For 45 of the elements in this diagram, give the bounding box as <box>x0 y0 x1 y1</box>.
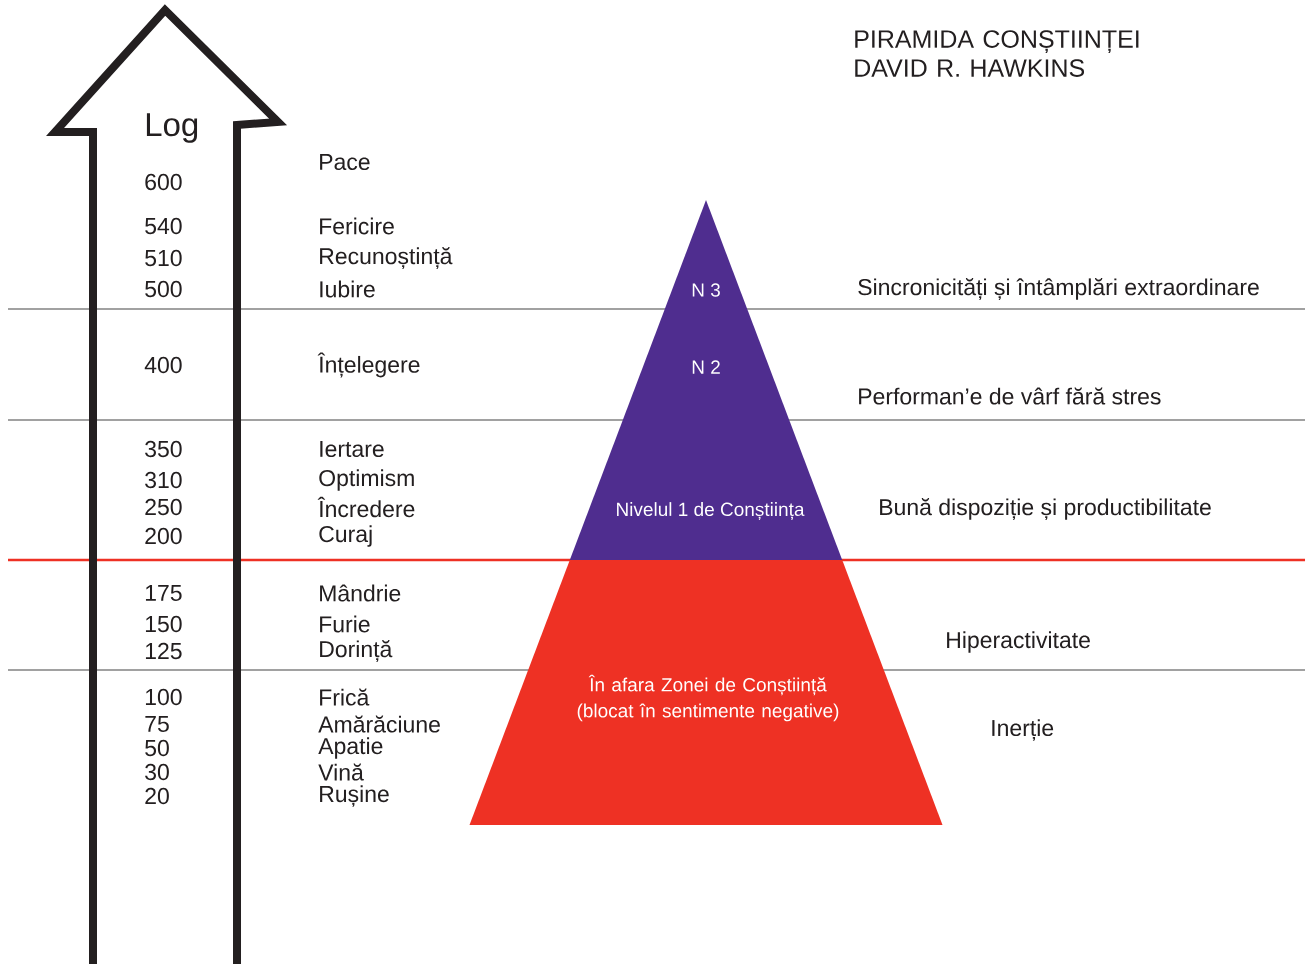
emotion-label: Înțelegere <box>317 352 420 378</box>
effect-label: Inerție <box>992 719 1054 741</box>
effect-label: Bună dispoziție și productibilitate <box>880 498 1211 520</box>
emotion-label: Rușine <box>320 785 389 807</box>
axis-label: Log <box>146 113 198 143</box>
emotion-label: Furie <box>320 615 370 633</box>
level-value: 250 <box>145 498 182 516</box>
pyramid-level: În afara Zonei de Conștiință (blocat în sentimente negative) <box>469 560 943 825</box>
level-value: 20 <box>145 787 169 805</box>
effect-label: Sincronicități și întâmplări extraordinare <box>858 278 1259 300</box>
level-value: 125 <box>145 642 182 660</box>
level-value: 100 <box>145 688 182 706</box>
emotion-label: Mândrie <box>320 584 401 602</box>
level-value: 30 <box>145 763 169 781</box>
level-value: 310 <box>145 471 182 489</box>
level-value: 200 <box>145 527 182 545</box>
emotion-label: Optimism <box>319 469 414 491</box>
level-value: 540 <box>145 217 182 235</box>
emotion-label: Iubire <box>320 280 375 298</box>
pyramid-level: N 3 <box>664 200 748 309</box>
level-value: 50 <box>145 739 169 757</box>
level-value: 75 <box>145 716 169 733</box>
emotion-label: Recunoștință <box>320 247 453 269</box>
level-value: 175 <box>145 585 182 602</box>
emotion-label: Iertare <box>320 441 384 458</box>
level-value: 350 <box>145 440 182 458</box>
emotion-label: Frică <box>320 688 370 706</box>
node-label: Nivelul 1 de Conștiința <box>617 502 805 520</box>
level-value: 500 <box>145 280 182 298</box>
emotion-label: Curaj <box>319 525 372 547</box>
emotion-label: Încredere <box>317 496 415 518</box>
node-label: N 3 <box>692 283 720 297</box>
emotion-label: Dorință <box>320 640 393 662</box>
diagram-title: PIRAMIDA CONȘTIINȚEI DAVID R. HAWKINS <box>855 30 1139 77</box>
level-value: 510 <box>145 249 182 267</box>
level-value: 600 <box>145 173 182 191</box>
emotion-label: Pace <box>320 154 370 170</box>
emotion-label: Apatie <box>318 737 383 759</box>
emotion-label: Vină <box>318 763 364 781</box>
emotion-label: Fericire <box>320 217 394 235</box>
effect-label: Performan’e de vârf fără stres <box>859 387 1161 405</box>
level-value: 400 <box>144 356 182 374</box>
level-value: 150 <box>145 615 182 633</box>
emotion-label: Amărăciune <box>318 715 440 733</box>
node-label: N 2 <box>692 360 720 374</box>
